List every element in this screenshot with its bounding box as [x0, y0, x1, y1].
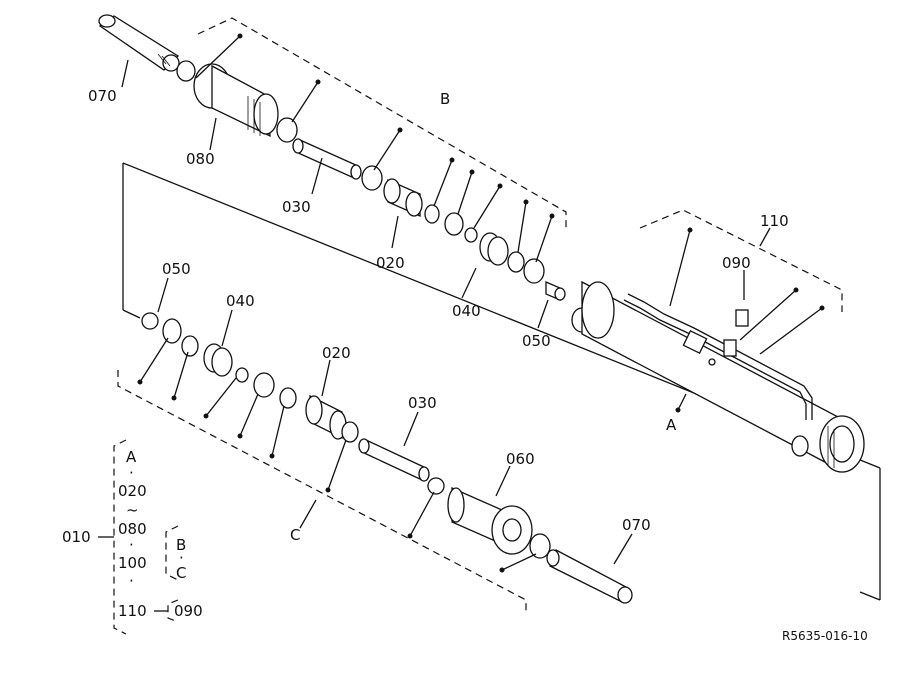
callout-090: 090	[722, 254, 751, 272]
ring-top-5	[444, 212, 464, 236]
part-040-left	[203, 343, 233, 377]
legend-080: 080	[118, 520, 147, 538]
callout-110: 110	[760, 212, 789, 230]
legend-090: 090	[174, 602, 203, 620]
callout-040-left: 040	[226, 292, 255, 310]
part-070-top	[98, 14, 180, 72]
callout-050-left: 050	[162, 260, 191, 278]
part-020-mid	[305, 394, 347, 440]
legend-dot-4: ·	[179, 549, 184, 567]
ring-bottom-5	[279, 387, 297, 409]
part-030-top	[292, 138, 362, 180]
callout-020-mid: 020	[322, 344, 351, 362]
legend-110: 110	[118, 602, 147, 620]
callout-050-top: 050	[522, 332, 551, 350]
part-050-top	[545, 281, 566, 301]
legend-a: A	[126, 448, 137, 466]
legend-020: 020	[118, 482, 147, 500]
part-080-head	[193, 63, 279, 138]
oring-top-2	[276, 117, 298, 143]
ring-top-6	[464, 227, 478, 243]
ring-top-7	[507, 251, 525, 273]
ring-bottom-6	[341, 421, 359, 443]
callout-070-top: 070	[88, 87, 117, 105]
callout-b: B	[440, 90, 450, 108]
leader-lines	[121, 35, 823, 571]
legend-b: B	[176, 536, 186, 554]
callout-040-top: 040	[452, 302, 481, 320]
part-030-mid	[358, 438, 430, 482]
callout-030-mid: 030	[408, 394, 437, 412]
oring-top-3	[361, 165, 383, 191]
part-070-bottom	[546, 549, 633, 604]
callout-030-top: 030	[282, 198, 311, 216]
callout-060: 060	[506, 450, 535, 468]
group-b-boundary	[197, 17, 567, 232]
ring-bottom-1	[162, 318, 182, 344]
callout-020-top: 020	[376, 254, 405, 272]
part-060-head	[447, 487, 533, 555]
ring-top-8	[523, 258, 545, 284]
ring-bottom-2	[181, 335, 199, 357]
callout-a: A	[666, 416, 677, 434]
legend-010: 010	[62, 528, 91, 546]
legend-dot-3: ·	[129, 572, 134, 590]
legend-dot-2: ·	[129, 536, 134, 554]
group-110-boundary	[639, 209, 843, 312]
structure-legend: 010 A · 020 ~ 080 · 100 · 110 090 B · C	[62, 439, 203, 635]
leader-dots	[137, 33, 825, 573]
ring-bottom-8	[529, 533, 551, 559]
drawing-number: R5635-016-10	[782, 629, 868, 643]
ring-bottom-4	[253, 372, 275, 398]
legend-c: C	[176, 564, 186, 582]
oring-top-1	[176, 60, 196, 82]
cylinder-body-a	[571, 280, 865, 473]
ring-top-4	[424, 204, 440, 224]
callout-080: 080	[186, 150, 215, 168]
part-040-top	[479, 232, 509, 266]
part-050-left	[141, 312, 159, 330]
callout-c: C	[290, 526, 300, 544]
callout-070-bottom: 070	[622, 516, 651, 534]
legend-dot-1: ·	[129, 464, 134, 482]
legend-tilde: ~	[126, 501, 139, 519]
group-c-boundary	[117, 370, 527, 612]
legend-100: 100	[118, 554, 147, 572]
part-020-top	[383, 178, 423, 217]
ring-bottom-7	[427, 477, 445, 495]
ring-bottom-3	[235, 367, 249, 383]
